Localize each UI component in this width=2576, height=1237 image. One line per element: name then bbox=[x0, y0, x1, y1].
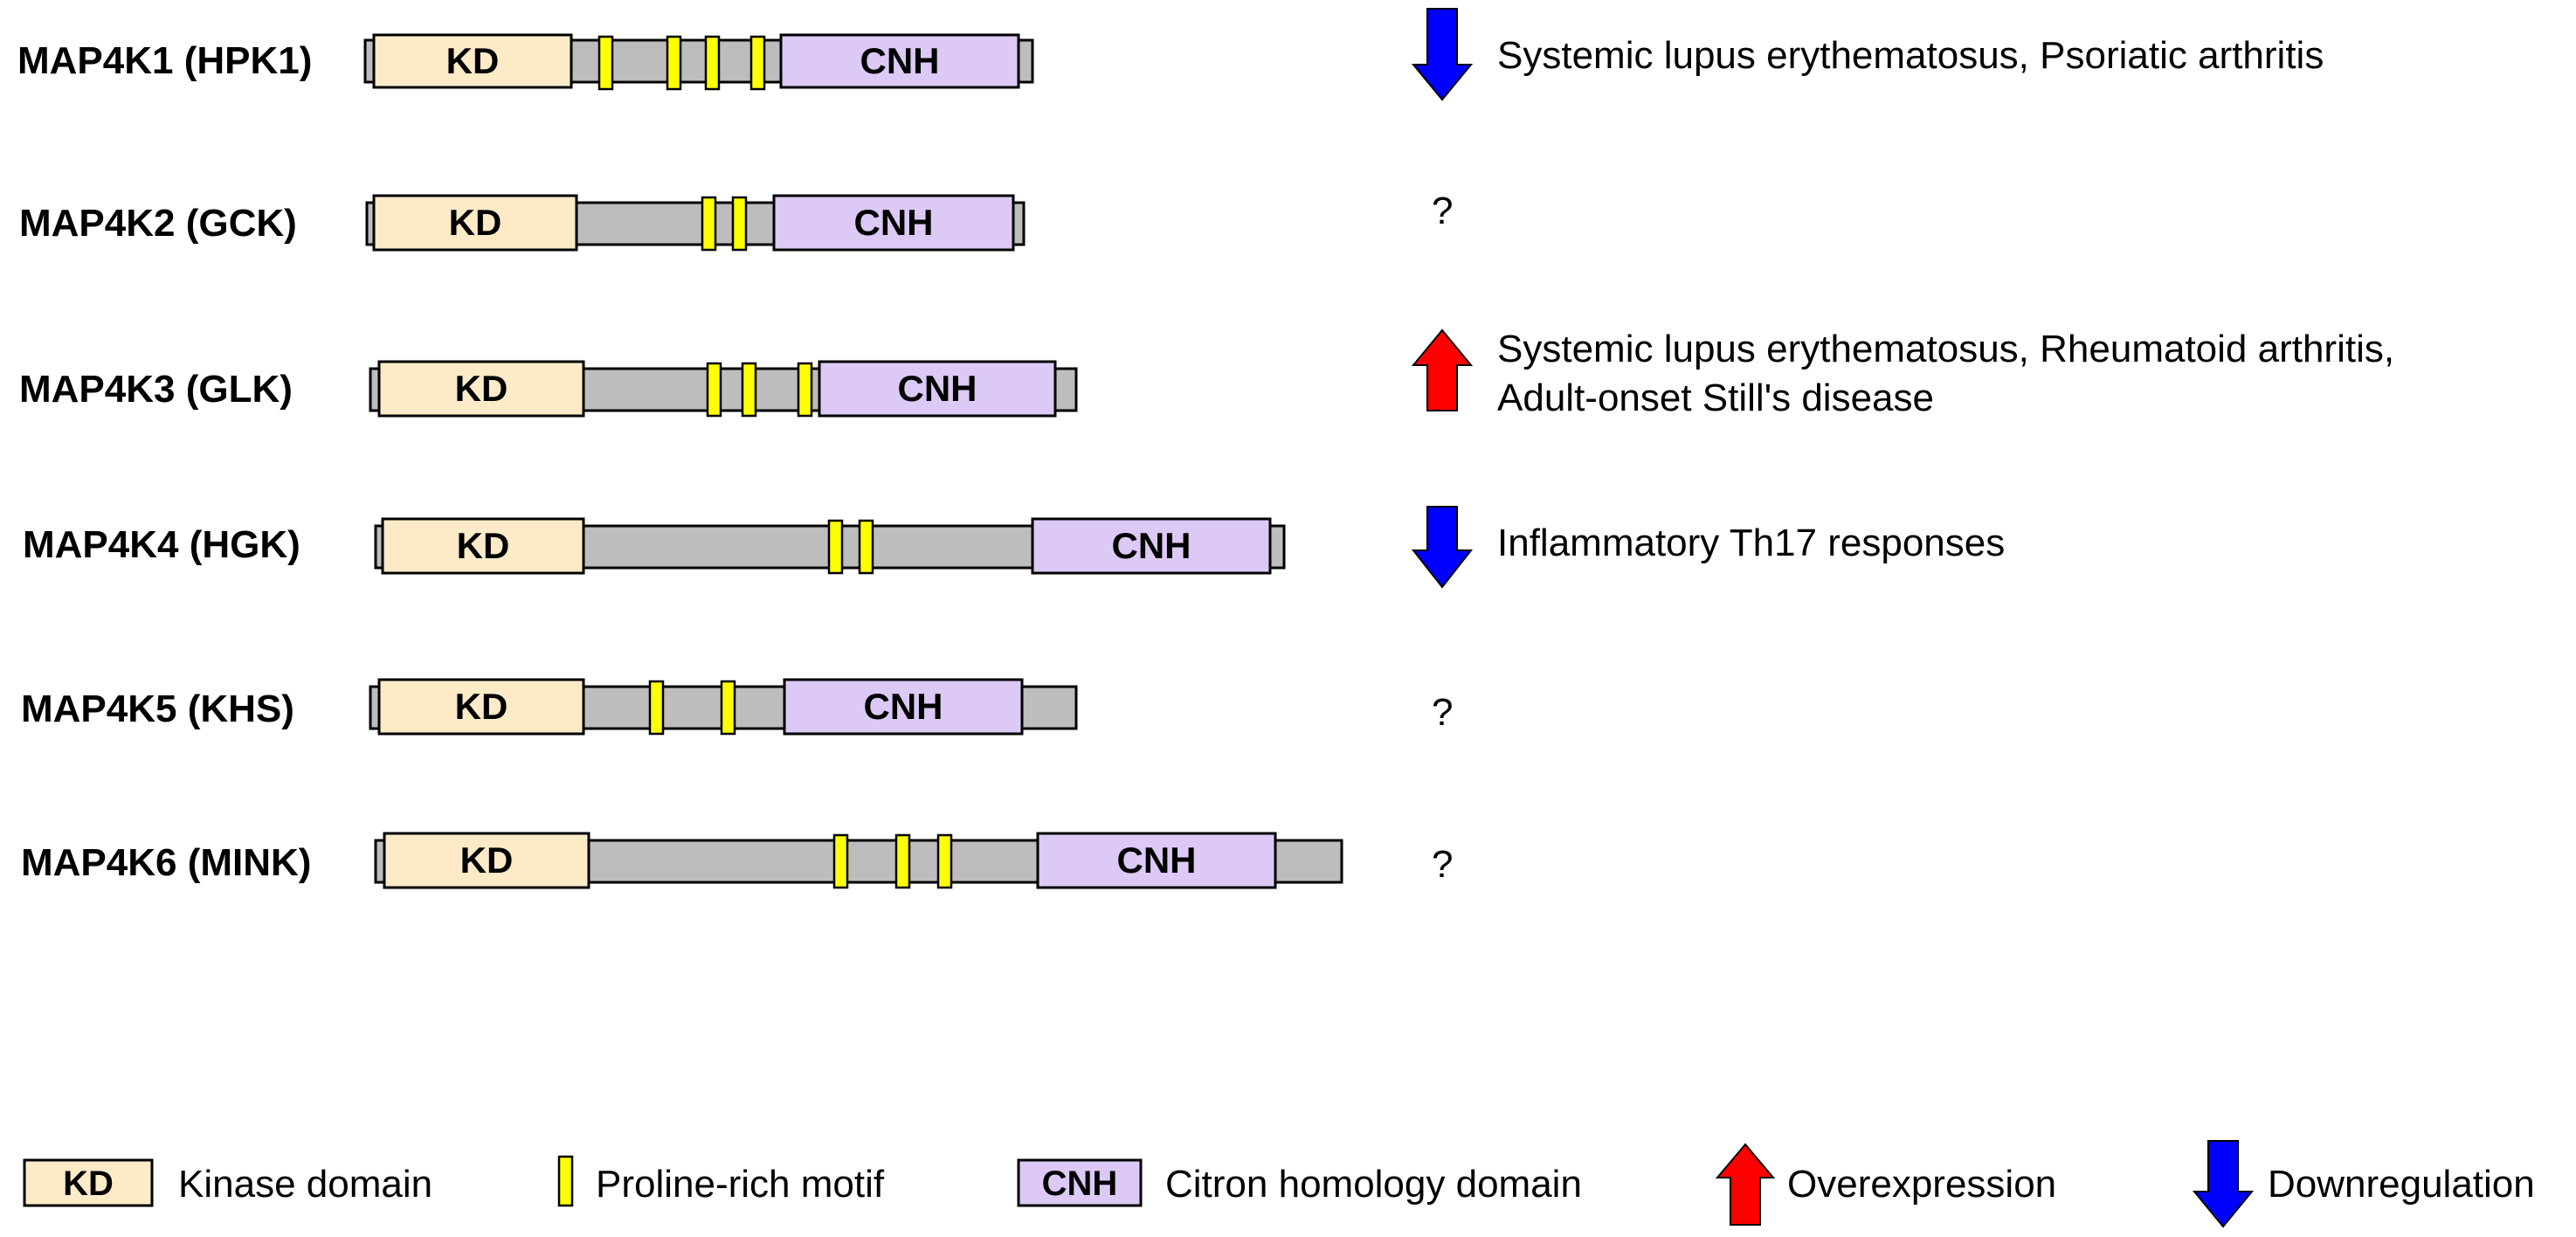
citron-homology-domain bbox=[783, 678, 1024, 736]
proline-rich-motif bbox=[731, 196, 748, 252]
legend-citron-homology-domain-label: Citron homology domain bbox=[1165, 1163, 1582, 1206]
proline-rich-motif bbox=[666, 35, 682, 91]
citron-homology-domain bbox=[772, 194, 1015, 252]
kinase-domain bbox=[372, 194, 578, 252]
kinase-domain-label: KD bbox=[455, 368, 508, 409]
citron-homology-domain bbox=[818, 360, 1057, 418]
proline-rich-motif bbox=[648, 680, 665, 736]
downregulation-arrow-icon bbox=[2192, 1140, 2255, 1228]
legend-item-overexpression: Overexpression bbox=[1715, 1143, 2056, 1226]
proline-rich-motif bbox=[749, 35, 766, 91]
citron-homology-domain-label: CNH bbox=[1117, 840, 1197, 881]
proline-rich-motif bbox=[832, 833, 849, 889]
protein-label: MAP4K4 (HGK) bbox=[23, 523, 300, 566]
overexpression-arrow-icon bbox=[1411, 328, 1474, 411]
legend-item-downregulation: Downregulation bbox=[2192, 1140, 2535, 1228]
protein-label: MAP4K3 (GLK) bbox=[19, 368, 293, 411]
legend-kinase-domain-swatch bbox=[23, 1158, 154, 1207]
kinase-domain-label: KD bbox=[455, 686, 508, 727]
proline-rich-motif bbox=[858, 519, 874, 575]
proline-rich-motif bbox=[936, 833, 953, 889]
protein-row: MAP4K2 (GCK) KD CNH ? bbox=[19, 190, 1453, 252]
legend-item-citron-homology-domain: CNH Citron homology domain bbox=[1017, 1158, 1582, 1207]
kinase-domain bbox=[377, 678, 585, 736]
protein-row: MAP4K5 (KHS) KD CNH ? bbox=[21, 678, 1453, 736]
downregulation-arrow-icon bbox=[1411, 506, 1474, 589]
legend-downregulation-label: Downregulation bbox=[2268, 1163, 2535, 1206]
kinase-domain-label: KD bbox=[460, 840, 514, 881]
citron-homology-domain-label: CNH bbox=[864, 686, 943, 727]
kinase-domain-label: KD bbox=[449, 202, 502, 243]
protein-row: MAP4K3 (GLK) KD CNH Systemic lupus eryth… bbox=[19, 328, 2394, 419]
legend-overexpression-label: Overexpression bbox=[1787, 1163, 2056, 1206]
legend-kinase-domain-box-label: KD bbox=[63, 1164, 114, 1203]
proline-rich-motif bbox=[706, 362, 722, 418]
disease-text: Systemic lupus erythematosus, Psoriatic … bbox=[1497, 34, 2324, 77]
citron-homology-domain-label: CNH bbox=[860, 40, 940, 81]
citron-homology-domain bbox=[779, 33, 1020, 89]
proline-rich-motif bbox=[701, 196, 717, 252]
legend-proline-rich-motif-swatch bbox=[557, 1155, 574, 1207]
legend-citron-homology-domain-box-label: CNH bbox=[1042, 1164, 1118, 1203]
protein-label: MAP4K1 (HPK1) bbox=[17, 39, 312, 82]
citron-homology-domain bbox=[1031, 517, 1272, 575]
legend-citron-homology-domain-swatch bbox=[1017, 1158, 1143, 1207]
citron-homology-domain-label: CNH bbox=[854, 202, 934, 243]
disease-text: Adult-onset Still's disease bbox=[1497, 377, 1934, 419]
kinase-domain bbox=[381, 517, 585, 575]
legend-item-proline-rich-motif: Proline-rich motif bbox=[557, 1155, 885, 1207]
proline-rich-motif bbox=[827, 519, 844, 575]
disease-text: Systemic lupus erythematosus, Rheumatoid… bbox=[1497, 328, 2394, 370]
kinase-domain-label: KD bbox=[446, 40, 500, 81]
proline-rich-motif bbox=[894, 833, 911, 889]
kinase-domain-label: KD bbox=[457, 525, 510, 566]
protein-label: MAP4K6 (MINK) bbox=[21, 841, 311, 884]
unknown-regulation-mark: ? bbox=[1432, 843, 1453, 886]
proline-rich-motif bbox=[720, 680, 736, 736]
citron-homology-domain-label: CNH bbox=[898, 368, 977, 409]
protein-row: MAP4K4 (HGK) KD CNH Inflammatory Th17 re… bbox=[23, 506, 2005, 589]
legend-kinase-domain-label: Kinase domain bbox=[178, 1163, 432, 1206]
overexpression-arrow-icon bbox=[1715, 1143, 1776, 1226]
kinase-domain bbox=[372, 33, 573, 89]
legend-proline-rich-motif-label: Proline-rich motif bbox=[596, 1163, 885, 1206]
protein-row: MAP4K6 (MINK) KD CNH ? bbox=[21, 832, 1453, 889]
protein-label: MAP4K5 (KHS) bbox=[21, 688, 294, 730]
legend: KD Kinase domain Proline-rich motif CNH … bbox=[23, 1140, 2535, 1228]
protein-label: MAP4K2 (GCK) bbox=[19, 202, 297, 245]
citron-homology-domain bbox=[1036, 832, 1277, 889]
proline-rich-motif bbox=[704, 35, 721, 91]
downregulation-arrow-icon bbox=[1411, 8, 1474, 101]
kinase-domain bbox=[383, 832, 590, 889]
legend-item-kinase-domain: KD Kinase domain bbox=[23, 1158, 432, 1207]
disease-text: Inflammatory Th17 responses bbox=[1497, 522, 2005, 564]
kinase-domain bbox=[377, 360, 585, 418]
citron-homology-domain-label: CNH bbox=[1112, 525, 1191, 566]
unknown-regulation-mark: ? bbox=[1432, 190, 1453, 232]
proline-rich-motif bbox=[741, 362, 757, 418]
unknown-regulation-mark: ? bbox=[1432, 691, 1453, 734]
protein-row: MAP4K1 (HPK1) KD CNH Systemic lupus eryt… bbox=[17, 8, 2324, 101]
proline-rich-motif bbox=[597, 35, 614, 91]
proline-rich-motif bbox=[797, 362, 813, 418]
